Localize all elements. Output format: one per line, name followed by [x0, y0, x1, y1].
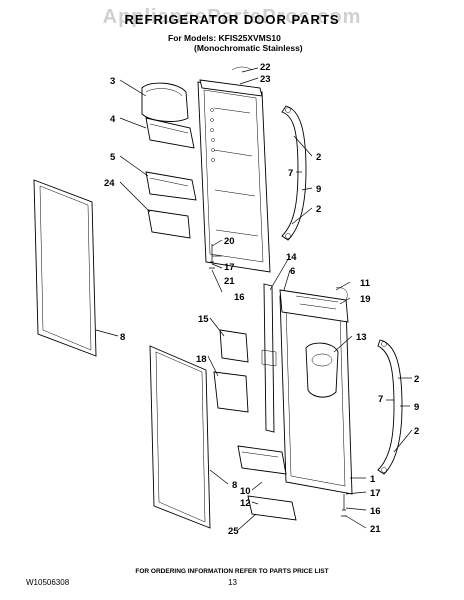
callout-7-upper: 7: [288, 168, 293, 179]
upper-door-trim-cap: [199, 66, 263, 97]
callout-23: 23: [260, 74, 271, 85]
lower-small-bin: [219, 329, 249, 363]
callout-21-lower: 21: [370, 524, 381, 535]
model-info: For Models: KFIS25XVMS10 (Monochromatic …: [168, 33, 303, 53]
site-watermark: AppliancePartsPros.com: [102, 6, 362, 28]
upper-door-shelf-bin: [145, 171, 197, 201]
lower-bin-tray: [247, 495, 297, 521]
upper-bin-label-tray: [147, 209, 191, 239]
upper-door-handle: [281, 105, 307, 241]
lower-hinge-screws: [341, 494, 347, 517]
dairy-bin-frame: [145, 117, 195, 149]
document-number: W10506308: [26, 578, 70, 587]
callout-10: 10: [240, 486, 251, 497]
callout-5: 5: [110, 152, 116, 163]
callout-numbers: 22 23 3 4 5 24 2 7 9 2 20 17 21 16 14 6 …: [104, 62, 419, 537]
lower-door-handle: [377, 339, 403, 475]
callout-25: 25: [228, 526, 239, 537]
callout-11: 11: [360, 278, 371, 289]
callout-12: 12: [240, 498, 251, 509]
callout-16-upper: 16: [234, 292, 245, 303]
callout-7-lower: 7: [378, 394, 383, 405]
dairy-door-bin: [141, 82, 189, 122]
callout-6: 6: [290, 266, 295, 277]
callout-17-lower: 17: [370, 488, 381, 499]
callout-13: 13: [356, 332, 367, 343]
callout-2-upper-top: 2: [316, 152, 321, 163]
callout-20: 20: [224, 236, 235, 247]
vertical-mullion-bar: [261, 283, 277, 433]
callout-15: 15: [198, 314, 209, 325]
callout-8-lower: 8: [232, 480, 237, 491]
leader-lines: [95, 67, 413, 531]
callout-2-lower-top: 2: [414, 374, 419, 385]
models-subline: (Monochromatic Stainless): [194, 43, 303, 53]
lower-door-gasket: [149, 345, 211, 529]
lower-door-bin: [237, 445, 287, 475]
callout-16-lower: 16: [370, 506, 381, 517]
callout-2-upper-bottom: 2: [316, 204, 321, 215]
callout-3: 3: [110, 76, 115, 87]
callout-1: 1: [370, 474, 376, 485]
models-line: For Models: KFIS25XVMS10: [168, 33, 281, 43]
lower-tall-bin: [213, 371, 249, 413]
upper-hinge-screws: [209, 244, 215, 269]
callout-21-upper: 21: [224, 276, 235, 287]
callout-19: 19: [360, 294, 371, 305]
callout-8-upper: 8: [120, 332, 125, 343]
ordering-note: FOR ORDERING INFORMATION REFER TO PARTS …: [135, 568, 329, 575]
callout-17-upper: 17: [224, 262, 235, 273]
callout-22: 22: [260, 62, 271, 73]
page-title: REFRIGERATOR DOOR PARTS: [124, 12, 340, 27]
callout-4: 4: [110, 114, 116, 125]
callout-14: 14: [286, 252, 297, 263]
page-number: 13: [228, 578, 237, 587]
dispenser-top-cover: [279, 287, 349, 323]
ice-chute-assembly: [305, 342, 339, 398]
callout-2-lower-bottom: 2: [414, 426, 419, 437]
callout-24: 24: [104, 178, 115, 189]
upper-door-gasket: [33, 179, 97, 357]
callout-18: 18: [196, 354, 207, 365]
callout-9-lower: 9: [414, 402, 419, 413]
callout-9-upper: 9: [316, 184, 321, 195]
